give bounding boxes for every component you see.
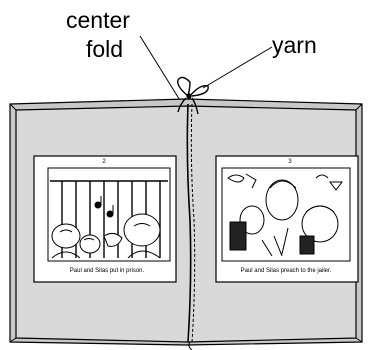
preaching-scene-icon bbox=[227, 173, 343, 257]
page-3: 3 Paul and Silas preach to the jailer. bbox=[215, 155, 359, 283]
yarn-leader bbox=[202, 46, 273, 89]
yarn-label: yarn bbox=[272, 32, 317, 58]
yarn-stitch bbox=[190, 103, 196, 343]
page-3-caption: Paul and Silas preach to the jailer. bbox=[241, 268, 332, 274]
page-2-caption: Paul and Silas put in prison. bbox=[70, 268, 145, 274]
cover-edge-right bbox=[355, 103, 363, 343]
center-fold-label-line1: center bbox=[66, 7, 130, 33]
page-2: 2 Paul and Silas put bbox=[33, 155, 177, 283]
yarn-bow-icon bbox=[177, 76, 209, 115]
prisoner-figures-icon bbox=[51, 196, 161, 259]
center-fold-line bbox=[186, 103, 192, 343]
cover-edge-left bbox=[9, 103, 17, 343]
center-fold-label-line2: fold bbox=[86, 36, 123, 62]
center-fold-leader bbox=[139, 35, 187, 111]
page-3-number: 3 bbox=[288, 159, 292, 165]
page-2-number: 2 bbox=[102, 159, 106, 165]
yarn-lower-tail bbox=[188, 341, 193, 350]
